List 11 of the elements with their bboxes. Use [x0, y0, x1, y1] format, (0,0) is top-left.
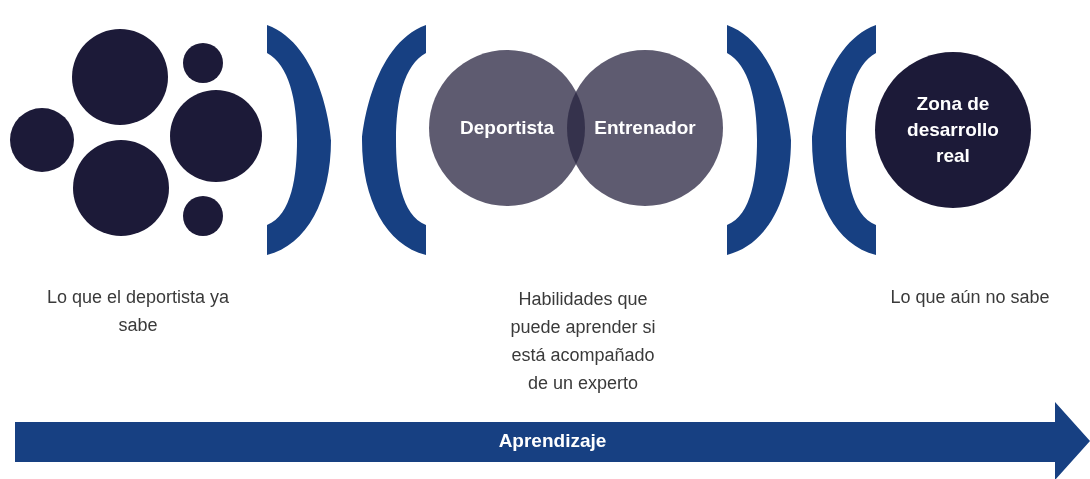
arrow-label: Aprendizaje — [498, 428, 607, 453]
bracket-shape — [267, 25, 331, 255]
bracket-shape — [812, 25, 876, 255]
bracket-shape — [727, 25, 791, 255]
circle-label: Entrenador — [594, 116, 696, 140]
bracket-shape — [362, 25, 426, 255]
caption-text: Lo que el deportista ya sabe — [45, 286, 231, 337]
caption-text: Habilidades que puede aprender si está acompañado de un experto — [509, 288, 657, 395]
circle-label: Deportista — [460, 116, 554, 140]
circle-label: Zona de desarrollo real — [906, 92, 1000, 168]
caption-text: Lo que aún no sabe — [889, 286, 1051, 309]
